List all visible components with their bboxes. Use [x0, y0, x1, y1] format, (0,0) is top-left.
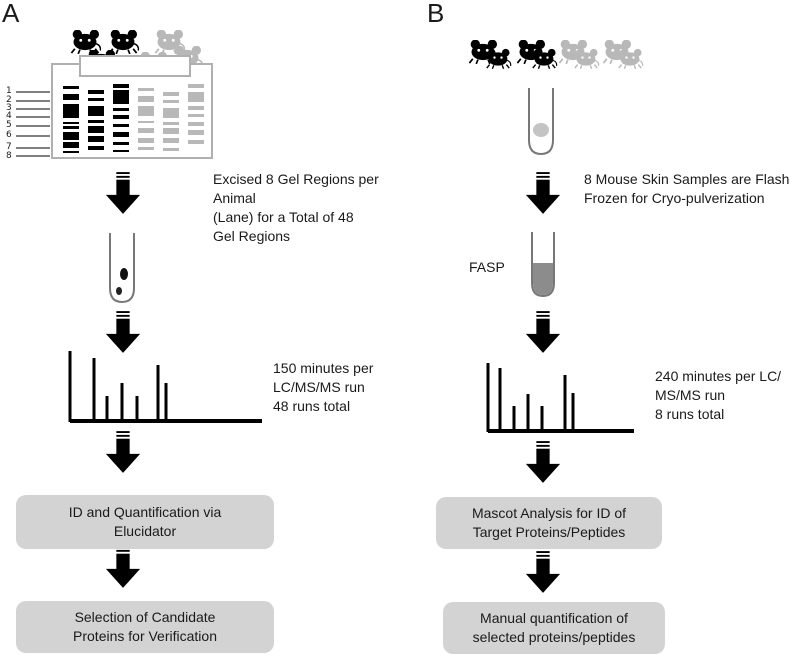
ladder-label: 8: [6, 151, 12, 161]
gel-band: [138, 121, 154, 123]
gel-band: [88, 120, 104, 123]
gel-band: [88, 126, 104, 133]
ladder-label: 1: [6, 86, 12, 96]
down-arrow-icon: [105, 172, 141, 214]
panel-a-label: A: [2, 0, 20, 28]
gel-band: [113, 115, 129, 119]
ladder-label: 3: [6, 103, 12, 113]
gel-band: [63, 94, 79, 100]
down-arrow-icon: [525, 172, 561, 214]
spectrum-icon: [68, 351, 262, 423]
gel-band: [163, 138, 179, 143]
spectrum-icon: [486, 363, 634, 433]
gel-caption: Excised 8 Gel Regions per Animal (Lane) …: [213, 171, 379, 244]
gel-band: [188, 92, 204, 102]
sample-caption: 8 Mouse Skin Samples are Flash Frozen fo…: [584, 171, 790, 206]
gel-band: [113, 108, 129, 111]
gel-band: [88, 136, 104, 142]
down-arrow-icon: [525, 311, 561, 353]
ladder-label: 6: [6, 130, 12, 140]
gel-band: [188, 106, 204, 110]
down-arrow-icon: [525, 551, 561, 593]
gel-band: [113, 142, 129, 145]
lcms-caption-b: 240 minutes per LC/ MS/MS run 8 runs tot…: [655, 368, 782, 422]
gel-band: [163, 128, 179, 134]
gel-band: [138, 138, 154, 143]
gel-band: [163, 148, 179, 151]
gel-band: [138, 128, 154, 133]
manual-quantification-box: Manual quantification of selected protei…: [443, 602, 665, 654]
gel-band: [63, 126, 79, 129]
down-arrow-icon: [105, 431, 141, 473]
gel-band: [138, 96, 154, 102]
mascot-analysis-box: Mascot Analysis for ID of Target Protein…: [436, 497, 662, 549]
fasp-label: FASP: [469, 259, 505, 275]
gel-band: [188, 122, 204, 126]
gel-band: [163, 100, 179, 103]
gel-band: [113, 150, 129, 152]
gel-band: [188, 114, 204, 117]
gel-band: [188, 140, 204, 144]
gel-band: [88, 106, 104, 116]
gel-band: [63, 151, 79, 153]
mouse-icon: [468, 40, 558, 70]
gel-band: [113, 84, 129, 88]
candidate-selection-box: Selection of Candidate Proteins for Veri…: [16, 601, 274, 653]
down-arrow-icon: [105, 546, 141, 588]
ladder-label: 2: [6, 95, 12, 105]
ladder-label: 4: [6, 111, 12, 121]
gel-band: [163, 92, 179, 96]
mouse-icon: [558, 40, 644, 70]
lcms-caption-a: 150 minutes per LC/MS/MS run 48 runs tot…: [273, 360, 374, 414]
gel-band: [138, 88, 154, 91]
gel-band: [113, 124, 129, 127]
gel-band: [138, 147, 154, 150]
gel-image: [16, 55, 213, 159]
gel-band: [163, 122, 179, 125]
down-arrow-icon: [525, 441, 561, 483]
tube-icon: [528, 88, 554, 156]
gel-band: [88, 146, 104, 150]
tube-icon: [531, 232, 555, 298]
id-quantification-box: ID and Quantification via Elucidator: [16, 495, 274, 549]
gel-band: [113, 132, 129, 137]
gel-band: [63, 142, 79, 148]
panel-b-label: B: [427, 0, 445, 28]
ladder-label: 5: [6, 120, 12, 130]
gel-band: [63, 86, 79, 89]
down-arrow-icon: [105, 311, 141, 353]
tube-icon: [109, 233, 135, 304]
gel-band: [88, 90, 104, 94]
gel-band: [63, 132, 79, 140]
gel-band: [138, 106, 154, 116]
gel-band: [113, 90, 129, 104]
gel-band: [88, 98, 104, 101]
gel-band: [63, 104, 79, 118]
gel-band: [188, 84, 204, 88]
gel-band: [63, 122, 79, 124]
gel-band: [188, 130, 204, 135]
gel-band: [163, 108, 179, 118]
ladder-label: 7: [6, 142, 12, 152]
